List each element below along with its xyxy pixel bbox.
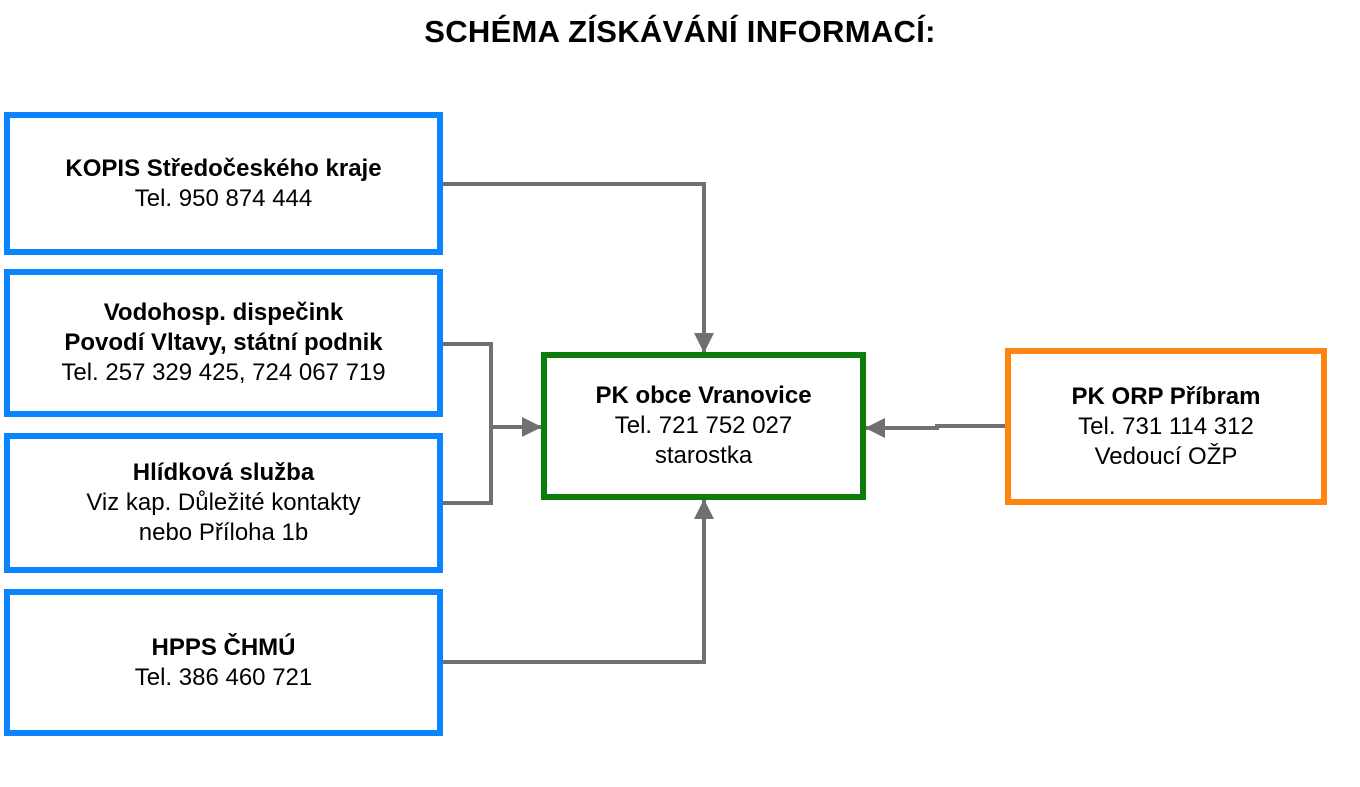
center-role: starostka [654,442,753,469]
orp-name: PK ORP Příbram [1071,382,1261,410]
center-name: PK obce Vranovice [595,382,812,409]
hlidkova-line2: nebo Příloha 1b [138,519,309,546]
diagram-title: SCHÉMA ZÍSKÁVÁNÍ INFORMACÍ: [424,14,936,49]
connector-vodohosp-bracket [443,342,493,505]
center-phone: Tel. 721 752 027 [614,412,793,439]
hpps-box: HPPS ČHMÚ Tel. 386 460 721 [4,589,443,736]
vodohosp-box: Vodohosp. dispečink Povodí Vltavy, státn… [4,269,443,417]
connector-orp-to-center [865,418,1005,438]
vodohosp-name-line2: Povodí Vltavy, státní podnik [64,329,383,356]
orp-role: Vedoucí OŽP [1094,442,1238,470]
kopis-box: KOPIS Středočeského kraje Tel. 950 874 4… [4,112,443,255]
orp-box: PK ORP Příbram Tel. 731 114 312 Vedoucí … [1005,348,1327,505]
center-box: PK obce Vranovice Tel. 721 752 027 staro… [541,352,866,500]
vodohosp-phone: Tel. 257 329 425, 724 067 719 [61,359,386,386]
vodohosp-name-line1: Vodohosp. dispečink [103,299,344,326]
orp-phone: Tel. 731 114 312 [1078,412,1254,440]
kopis-phone: Tel. 950 874 444 [134,184,313,212]
hlidkova-name: Hlídková služba [132,459,315,486]
hlidkova-line1: Viz kap. Důležité kontakty [86,489,361,516]
hpps-phone: Tel. 386 460 721 [134,663,313,691]
hpps-name: HPPS ČHMÚ [151,633,296,661]
hlidkova-box: Hlídková služba Viz kap. Důležité kontak… [4,433,443,573]
connector-kopis-to-center [443,182,714,353]
kopis-name: KOPIS Středočeského kraje [65,154,382,182]
connector-hpps-to-center [443,499,714,664]
